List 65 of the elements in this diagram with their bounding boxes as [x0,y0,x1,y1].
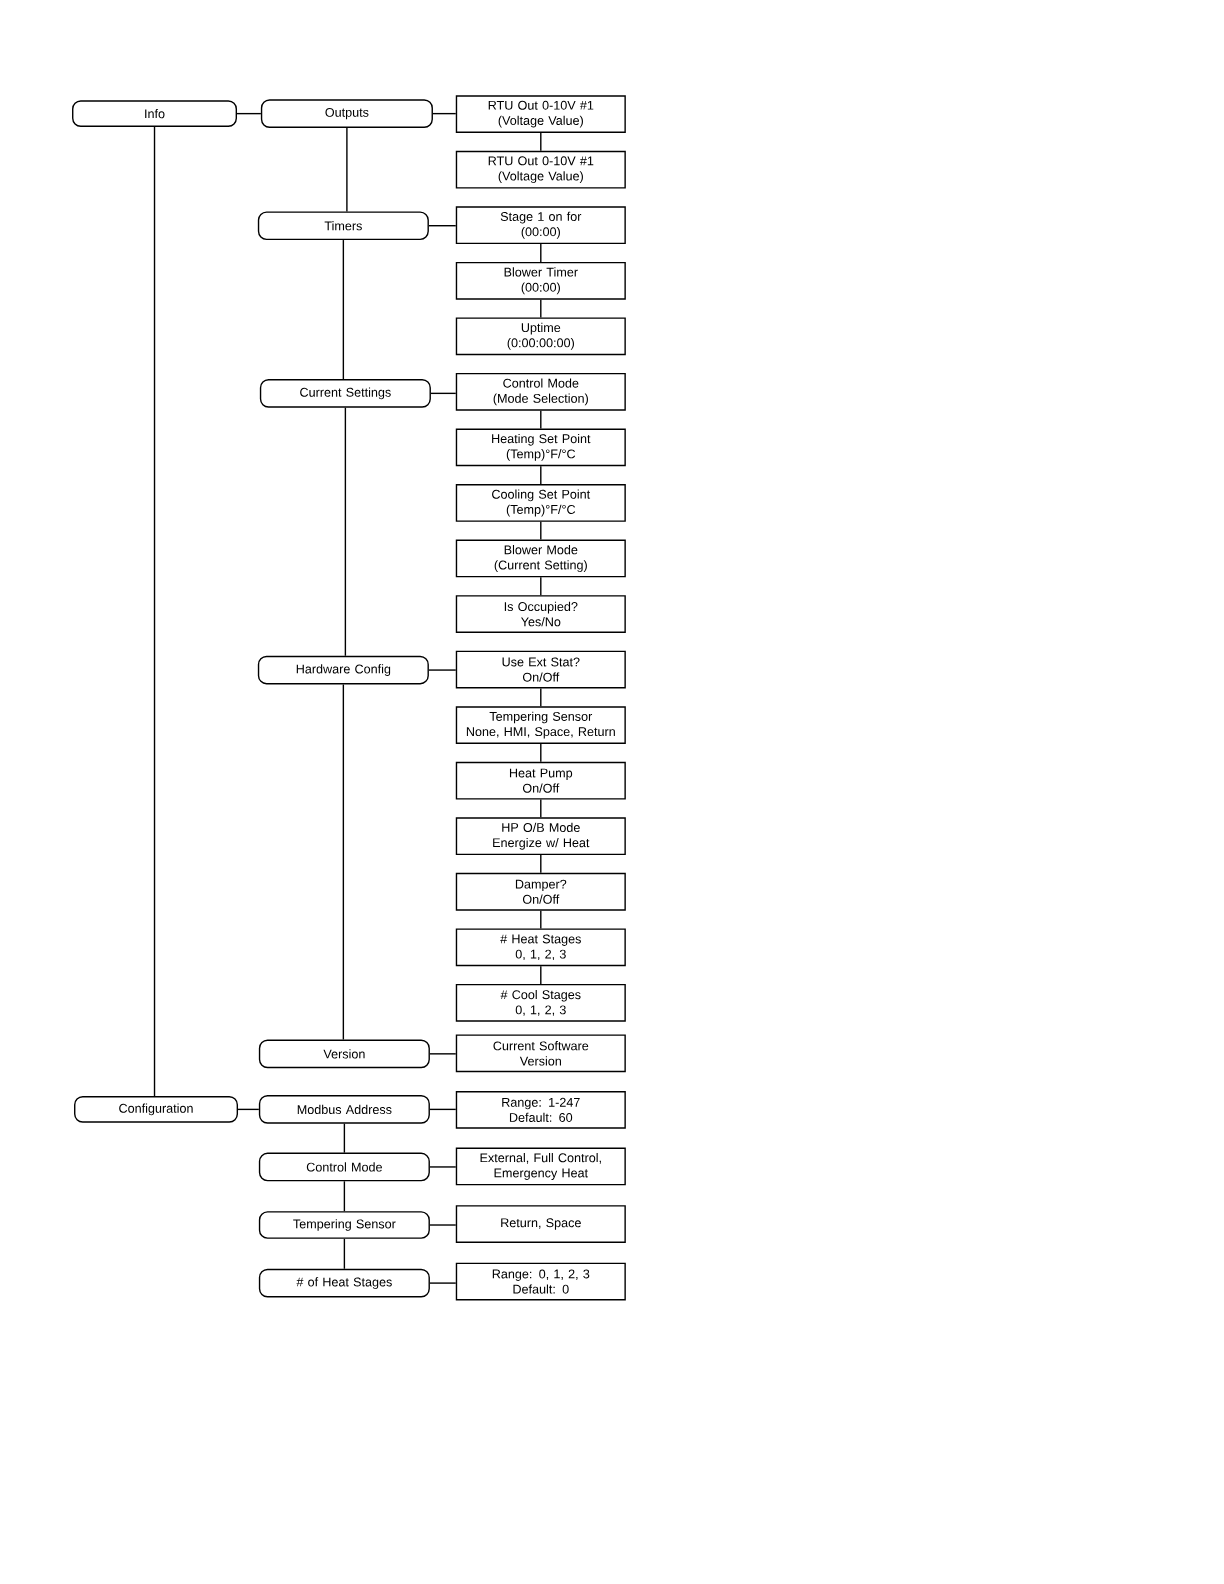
connector-line [346,127,348,213]
connector-line [429,1282,457,1284]
menu-box: Current Settings [259,379,431,408]
connector-line [540,965,542,985]
connector-line [428,225,457,227]
setting-box: # Heat Stages 0, 1, 2, 3 [455,928,626,967]
setting-box: Blower Timer (00:00) [455,261,626,300]
setting-box: Uptime (0:00:00:00) [455,317,626,356]
setting-box: Range: 0, 1, 2, 3 Default: 0 [455,1262,626,1301]
setting-box: Tempering Sensor None, HMI, Space, Return [455,706,626,744]
connector-line [540,798,542,819]
connector-line [430,392,457,395]
menu-box: Control Mode [258,1152,430,1182]
setting-box: HP O/B Mode Energize w/ Heat [455,817,626,856]
connector-line [540,298,542,319]
connector-line [153,126,156,1097]
setting-box: Heating Set Point (Temp)°F/°C [455,428,626,467]
menu-box: Hardware Config [257,655,429,685]
setting-box: RTU Out 0-10V #1 (Voltage Value) [455,150,626,189]
connector-line [540,521,542,541]
connector-line [540,854,542,874]
connector-line [429,1053,457,1055]
setting-box: RTU Out 0-10V #1 (Voltage Value) [455,95,626,133]
connector-line [237,1108,260,1111]
setting-box: # Cool Stages 0, 1, 2, 3 [455,983,626,1022]
connector-line [343,1123,346,1154]
connector-line [429,1166,457,1168]
setting-box: Is Occupied? Yes/No [455,595,626,633]
connector-line [540,743,542,763]
setting-box: External, Full Control, Emergency Heat [455,1147,626,1186]
connector-line [540,410,542,430]
menu-box: # of Heat Stages [258,1268,430,1298]
connector-line [540,687,542,707]
connector-line [540,243,542,263]
setting-box: Return, Space [455,1205,626,1243]
setting-box: Blower Mode (Current Setting) [455,539,626,578]
setting-box: Heat Pump On/Off [455,761,626,800]
connector-line [432,112,457,115]
setting-box: Use Ext Stat? On/Off [455,650,626,689]
connector-line [343,1238,346,1270]
connector-line [540,132,542,152]
setting-box: Stage 1 on for (00:00) [455,206,626,245]
setting-box: Damper? On/Off [455,872,626,911]
connector-line [344,407,347,657]
menu-box: Version [258,1039,430,1069]
menu-box: Info [72,100,237,127]
setting-box: Range: 1-247 Default: 60 [455,1091,626,1129]
menu-box: Tempering Sensor [258,1211,430,1239]
connector-line [343,1180,346,1212]
menu-box: Timers [257,211,429,241]
connector-line [429,1224,457,1226]
connector-line [236,112,262,115]
connector-line [540,909,542,930]
connector-line [342,683,345,1041]
menu-box: Outputs [260,99,433,128]
connector-line [428,669,457,671]
connector-line [540,465,542,485]
connector-line [342,239,345,380]
connector-line [429,1108,457,1111]
setting-box: Cooling Set Point (Temp)°F/°C [455,484,626,522]
connector-line [540,576,542,596]
menu-box: Modbus Address [258,1095,430,1124]
setting-box: Current Software Version [455,1034,626,1073]
setting-box: Control Mode (Mode Selection) [455,372,626,411]
menu-box: Configuration [74,1096,238,1123]
